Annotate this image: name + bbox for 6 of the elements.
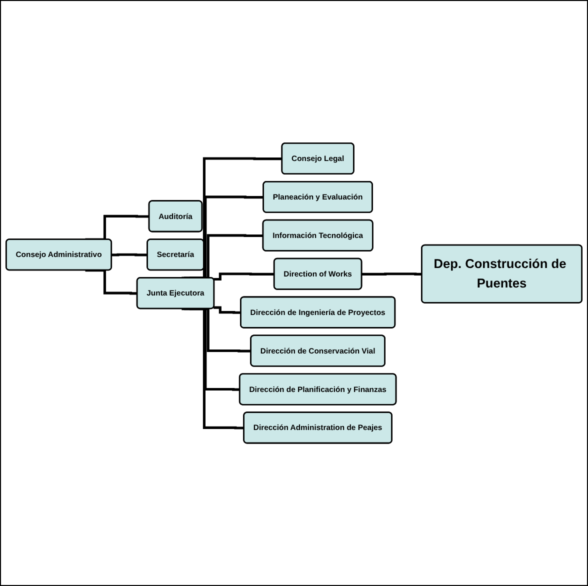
connector <box>112 253 148 256</box>
connector <box>85 268 138 295</box>
connector <box>214 272 274 280</box>
connector <box>182 307 244 430</box>
connector <box>362 272 422 276</box>
connector <box>214 306 241 314</box>
